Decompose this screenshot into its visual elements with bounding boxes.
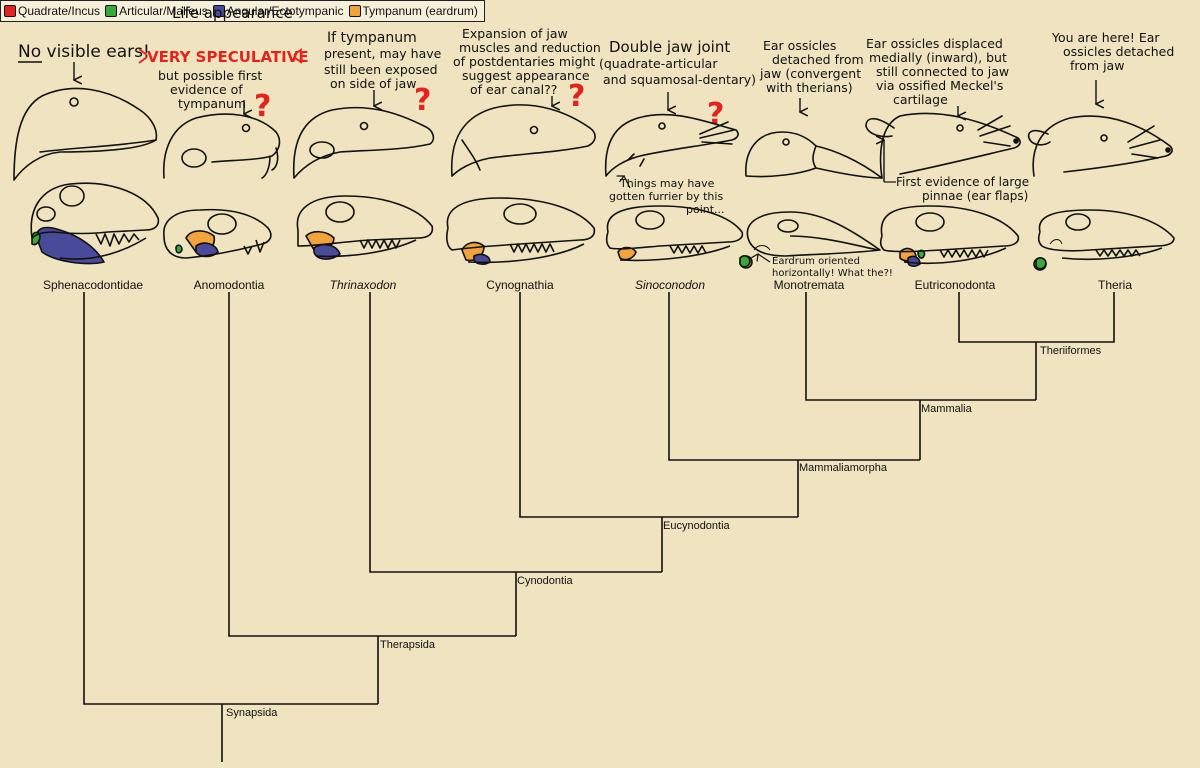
skull-theria xyxy=(1033,209,1175,271)
branch-theriiformes xyxy=(958,292,1115,400)
life-heads xyxy=(13,87,1173,181)
branch-cynodontia xyxy=(369,292,662,636)
skull-cynognathia xyxy=(446,197,596,265)
head-sphenacodontidae xyxy=(13,87,158,181)
clade-label-eucynodontia: Eucynodontia xyxy=(663,520,731,532)
note-eardrum: Eardrum oriented horizontally! What the?… xyxy=(772,256,893,279)
clade-label-therapsida: Therapsida xyxy=(380,639,436,651)
branch-mammalia xyxy=(805,292,1036,460)
note-eutriconodonta: Ear ossicles displaced medially (inward)… xyxy=(866,36,1013,107)
legend-item-tympanum: Tympanum (eardrum) xyxy=(348,4,478,18)
head-theria xyxy=(1027,115,1173,177)
phylogenetic-tree xyxy=(83,292,1115,762)
skulls xyxy=(30,182,1175,271)
legend-label: Angular/Ectotympanic xyxy=(226,4,344,18)
skull-monotremata xyxy=(739,211,881,269)
branch-synapsida xyxy=(83,292,378,705)
legend-swatch xyxy=(348,5,361,17)
taxon-label-sphenacodontidae: Sphenacodontidae xyxy=(43,278,143,292)
note-life-appearance: Life appearance xyxy=(172,4,293,22)
note-pinnae: First evidence of large pinnae (ear flap… xyxy=(896,175,1033,203)
taxon-label-theria: Theria xyxy=(1098,278,1132,292)
branch-therapsida xyxy=(228,292,516,704)
head-anomodontia xyxy=(162,113,281,179)
skull-sinoconodon xyxy=(605,205,744,262)
clade-label-mammaliamorpha: Mammaliamorpha xyxy=(799,462,888,474)
legend-label: Quadrate/Incus xyxy=(18,4,101,18)
note-thrinaxodon: If tympanum present, may have still been… xyxy=(324,30,445,91)
color-legend: Quadrate/Incus Articular/Malleus Angular… xyxy=(0,0,485,22)
legend-item-angular: Angular/Ectotympanic xyxy=(212,4,344,18)
note-sphenacodontidae: No visible ears! xyxy=(18,42,150,62)
head-monotremata xyxy=(745,131,883,179)
note-monotremata: Ear ossicles detached from jaw (converge… xyxy=(759,38,868,95)
branch-eucynodontia xyxy=(519,292,798,572)
clade-label-cynodontia: Cynodontia xyxy=(517,575,574,587)
note-theria: You are here! Ear ossicles detached from… xyxy=(1051,30,1178,73)
head-eutriconodonta xyxy=(865,112,1021,179)
clade-labels: Synapsida Therapsida Cynodontia Eucynodo… xyxy=(226,345,1102,719)
taxon-label-anomodontia: Anomodontia xyxy=(194,278,265,292)
clade-label-mammalia: Mammalia xyxy=(921,403,973,415)
head-sinoconodon xyxy=(604,113,739,177)
legend-swatch xyxy=(212,5,225,17)
very-speculative-label: VERY SPECULATIVE xyxy=(147,48,309,66)
annotations: No visible ears! Life appearance VERY SP… xyxy=(18,4,1178,279)
legend-item-articular: Articular/Malleus xyxy=(105,4,208,18)
taxon-label-sinoconodon: Sinoconodon xyxy=(635,278,705,292)
legend-swatch xyxy=(4,5,16,17)
legend-label: Articular/Malleus xyxy=(119,4,208,18)
taxon-label-eutriconodonta: Eutriconodonta xyxy=(915,278,996,292)
clade-label-theriiformes: Theriiformes xyxy=(1040,345,1102,357)
head-thrinaxodon xyxy=(292,106,435,179)
skull-thrinaxodon xyxy=(296,195,434,260)
skull-sphenacodontidae xyxy=(30,182,160,265)
speculative-marks xyxy=(138,48,303,64)
taxon-label-thrinaxodon: Thrinaxodon xyxy=(330,278,397,292)
note-sinoconodon: Double jaw joint (quadrate-articular and… xyxy=(599,38,756,87)
arrow-icon xyxy=(624,176,631,189)
note-cynognathia: Expansion of jaw muscles and reduction o… xyxy=(453,26,605,97)
taxon-labels: Sphenacodontidae Anomodontia Thrinaxodon… xyxy=(43,278,1132,292)
branch-mammaliamorpha xyxy=(668,292,920,517)
head-cynognathia xyxy=(450,104,596,177)
legend-swatch xyxy=(105,5,118,17)
taxon-label-monotremata: Monotremata xyxy=(774,278,845,292)
clade-label-synapsida: Synapsida xyxy=(226,707,278,719)
question-mark-icon: ? xyxy=(568,79,585,114)
arrow-icon xyxy=(758,254,771,263)
note-anomodontia: but possible first evidence of tympanum xyxy=(158,68,266,111)
legend-item-quadrate: Quadrate/Incus xyxy=(4,4,100,18)
note-sinoconodon-fur: Things may have gotten furrier by this p… xyxy=(609,177,727,216)
skull-eutriconodonta xyxy=(879,205,1020,267)
skull-anomodontia xyxy=(163,208,272,259)
legend-label: Tympanum (eardrum) xyxy=(362,4,478,18)
taxon-label-cynognathia: Cynognathia xyxy=(486,278,554,292)
question-mark-icon: ? xyxy=(414,83,431,118)
question-mark-icon: ? xyxy=(254,89,271,124)
